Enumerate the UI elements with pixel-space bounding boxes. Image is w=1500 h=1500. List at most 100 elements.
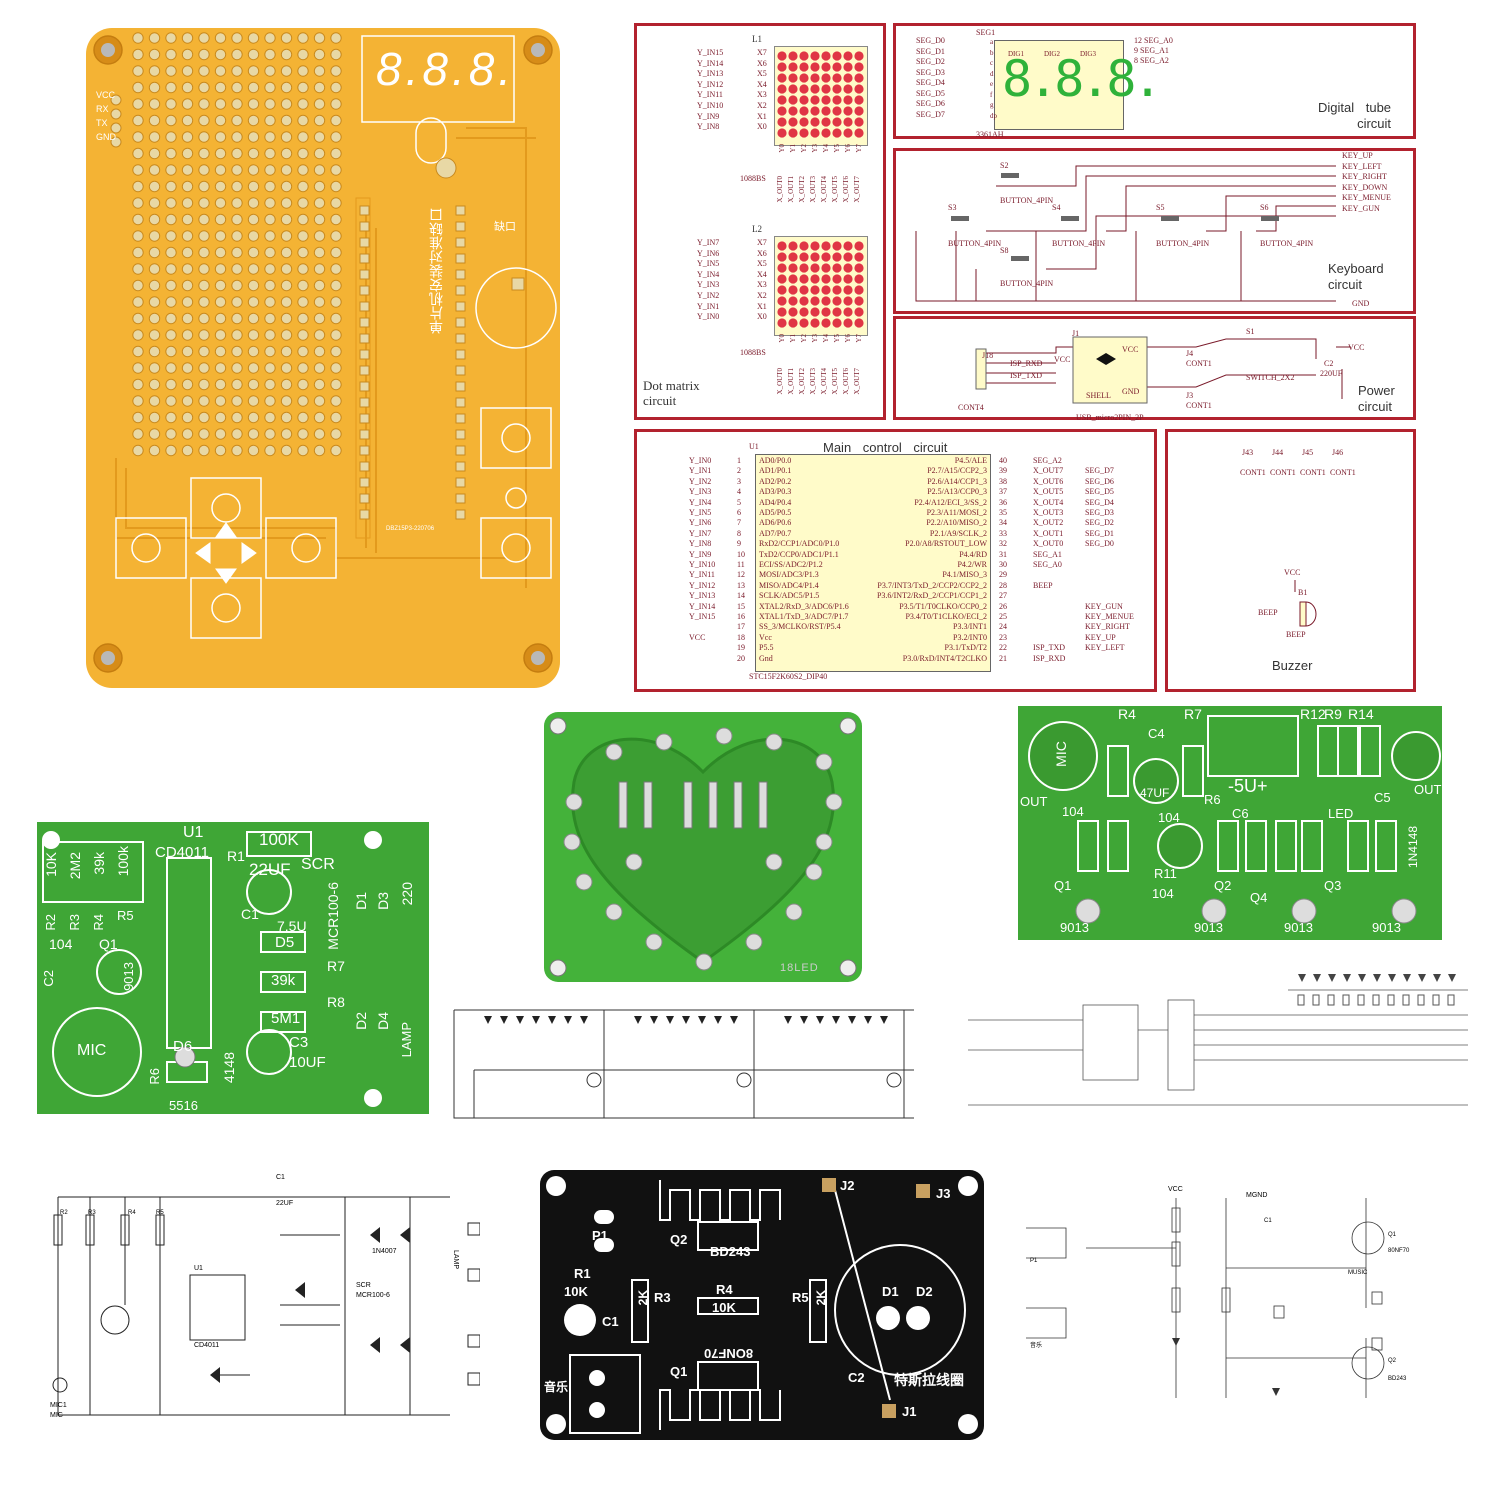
- pcb-pad: [231, 329, 243, 341]
- pcb-pad: [198, 395, 210, 407]
- counter-resistor: [1447, 994, 1455, 1006]
- matrix-led: [788, 241, 798, 251]
- mcu-left-pin: Vcc: [759, 632, 772, 642]
- seg-net: SEG_D3: [916, 67, 945, 77]
- matrix-led: [832, 252, 842, 262]
- chaser-led: [832, 1016, 840, 1024]
- sl-r7: R7: [327, 958, 345, 974]
- pcb-pad: [198, 428, 210, 440]
- mcu-right-net: KEY_LEFT: [1085, 643, 1125, 653]
- pcb-pad: [359, 413, 370, 424]
- seg-net: SEG_D6: [916, 99, 945, 108]
- pcb-pad: [297, 345, 309, 358]
- pcb-pad: [247, 65, 260, 77]
- tesla-pcb-art: [546, 1176, 978, 1434]
- keyboard-title-1: Keyboard: [1328, 261, 1384, 276]
- pcb-pad: [181, 180, 194, 193]
- mcu-pin-number: 6: [737, 508, 741, 517]
- buzzer-header-cont: CONT1: [1270, 468, 1296, 477]
- pcb-pad: [132, 197, 144, 209]
- pcb-pad: [198, 230, 210, 242]
- mcu-left-pin: RxD2/CCP1/ADC0/P1.0: [759, 539, 840, 549]
- pcb-pad: [280, 395, 293, 407]
- matrix-led: [777, 95, 787, 105]
- pcb-pad: [148, 246, 161, 259]
- mcu-right-pin: P2.7/A15/CCP2_3: [927, 466, 987, 476]
- sr-1n4148: 1N4148: [1406, 826, 1420, 869]
- sch-br-c1: C1: [1264, 1218, 1272, 1224]
- counter-resistor: [1372, 994, 1380, 1006]
- mcu-left-pin: AD4/P0.4: [759, 497, 792, 507]
- mcu-right-pin: P4.4/RD: [959, 549, 987, 559]
- l2-input-net: Y_IN7: [697, 238, 720, 247]
- matrix-led: [777, 296, 787, 306]
- seg-pin: dp: [990, 111, 997, 120]
- matrix-led: [832, 51, 842, 61]
- sr-out2: OUT: [1414, 782, 1442, 797]
- pcb-pad: [359, 445, 370, 456]
- mcu-pin-number: 15: [737, 601, 745, 611]
- sl-5m1: 5M1: [271, 1010, 301, 1027]
- mcu-pin-number: 28: [999, 580, 1007, 590]
- mcu-left-pin: Gnd: [759, 653, 773, 663]
- counter-resistor: [1402, 994, 1410, 1006]
- l2-input-net: Y_IN6: [697, 248, 720, 258]
- mcu-right-net: SEG_D4: [1085, 497, 1114, 507]
- counter-resistor: [1312, 994, 1320, 1006]
- sch-br-q1: Q1: [1388, 1232, 1397, 1238]
- pcb-pad: [165, 312, 177, 325]
- pcb-pad: [214, 428, 227, 440]
- pcb-pad: [297, 329, 309, 341]
- l1-part: 1088BS: [740, 174, 766, 183]
- mcu-right-pin: P3.4/T0/T1CLKO/ECI_2: [905, 612, 987, 621]
- pcb-pad: [330, 65, 342, 77]
- pcb-pad: [280, 362, 293, 374]
- sr-5u: -5U+: [1228, 776, 1268, 796]
- pcb-pad: [214, 263, 227, 275]
- pcb-pad: [165, 81, 177, 94]
- matrix-led: [854, 274, 864, 284]
- sl-mic: MIC: [77, 1042, 107, 1059]
- pcb-pad: [359, 221, 370, 232]
- pcb-pad: [264, 444, 276, 457]
- chaser-led: [698, 1016, 706, 1024]
- heart-led-pad: [563, 833, 581, 851]
- matrix-led: [788, 62, 798, 72]
- matrix-led: [843, 252, 853, 262]
- mcu-right-net: KEY_MENUE: [1085, 612, 1134, 621]
- pcb-pad: [247, 279, 260, 292]
- l1-y-pin: Y1: [789, 144, 797, 153]
- key-net: KEY_LEFT: [1342, 161, 1382, 171]
- tesla-cn-music: 音乐: [544, 1380, 569, 1394]
- sr-r6: R6: [1204, 792, 1221, 807]
- mcu-right-pin: P2.5/A13/CCP0_3: [927, 487, 987, 497]
- mcu-right-pin: P2.1/A9/SCLK_2: [929, 528, 987, 538]
- pcb-pad: [165, 362, 177, 374]
- buzzer-vcc: VCC: [1284, 568, 1301, 577]
- pcb-pad: [359, 493, 370, 504]
- pcb-pad: [214, 213, 227, 226]
- mcu-pin-number: 11: [737, 560, 745, 569]
- mcu-pin-number: 21: [999, 653, 1007, 663]
- heart-led-pad: [695, 953, 713, 971]
- chaser-transistor: [886, 1072, 902, 1088]
- pcb-pad: [231, 345, 243, 358]
- pcb-pad: [359, 205, 370, 216]
- matrix-led: [843, 296, 853, 306]
- heart-led-pad: [825, 793, 843, 811]
- pcb-pad: [214, 197, 227, 209]
- mcu-right-net: SEG_D7: [1085, 466, 1114, 476]
- pcb-pad: [297, 32, 309, 44]
- sr-q2: 9013: [1194, 920, 1223, 935]
- matrix-led: [832, 296, 842, 306]
- pcb-pad: [297, 197, 309, 209]
- pcb-pad: [297, 114, 309, 127]
- pcb-pad: [214, 312, 227, 325]
- matrix-led: [821, 318, 831, 328]
- pcb-pad: [148, 81, 161, 94]
- pcb-pad: [330, 48, 342, 61]
- counter-led: [1448, 974, 1456, 982]
- mcu-right-pin: P2.3/A11/MOSI_2: [926, 508, 987, 517]
- l1-x-pin: X2: [757, 101, 767, 110]
